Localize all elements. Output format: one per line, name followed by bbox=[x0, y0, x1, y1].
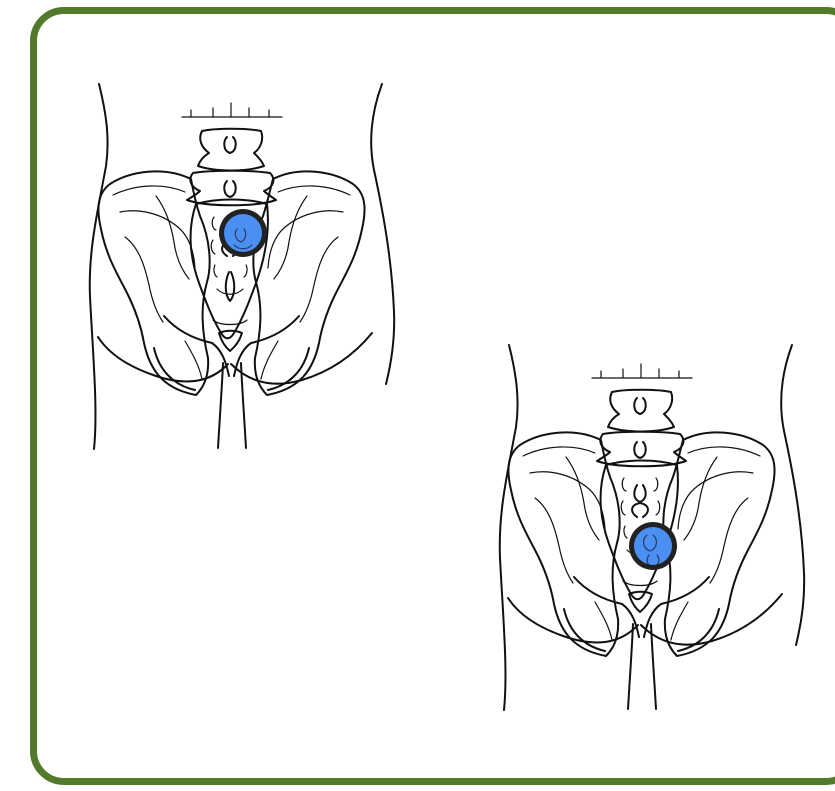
pelvis-figure-upper bbox=[86, 84, 406, 454]
marker-fill bbox=[634, 527, 672, 565]
marker-fill bbox=[224, 214, 262, 252]
pelvis-figure-lower bbox=[496, 345, 816, 715]
pelvis-line-drawing bbox=[86, 84, 406, 454]
pelvis-line-drawing bbox=[496, 345, 816, 715]
